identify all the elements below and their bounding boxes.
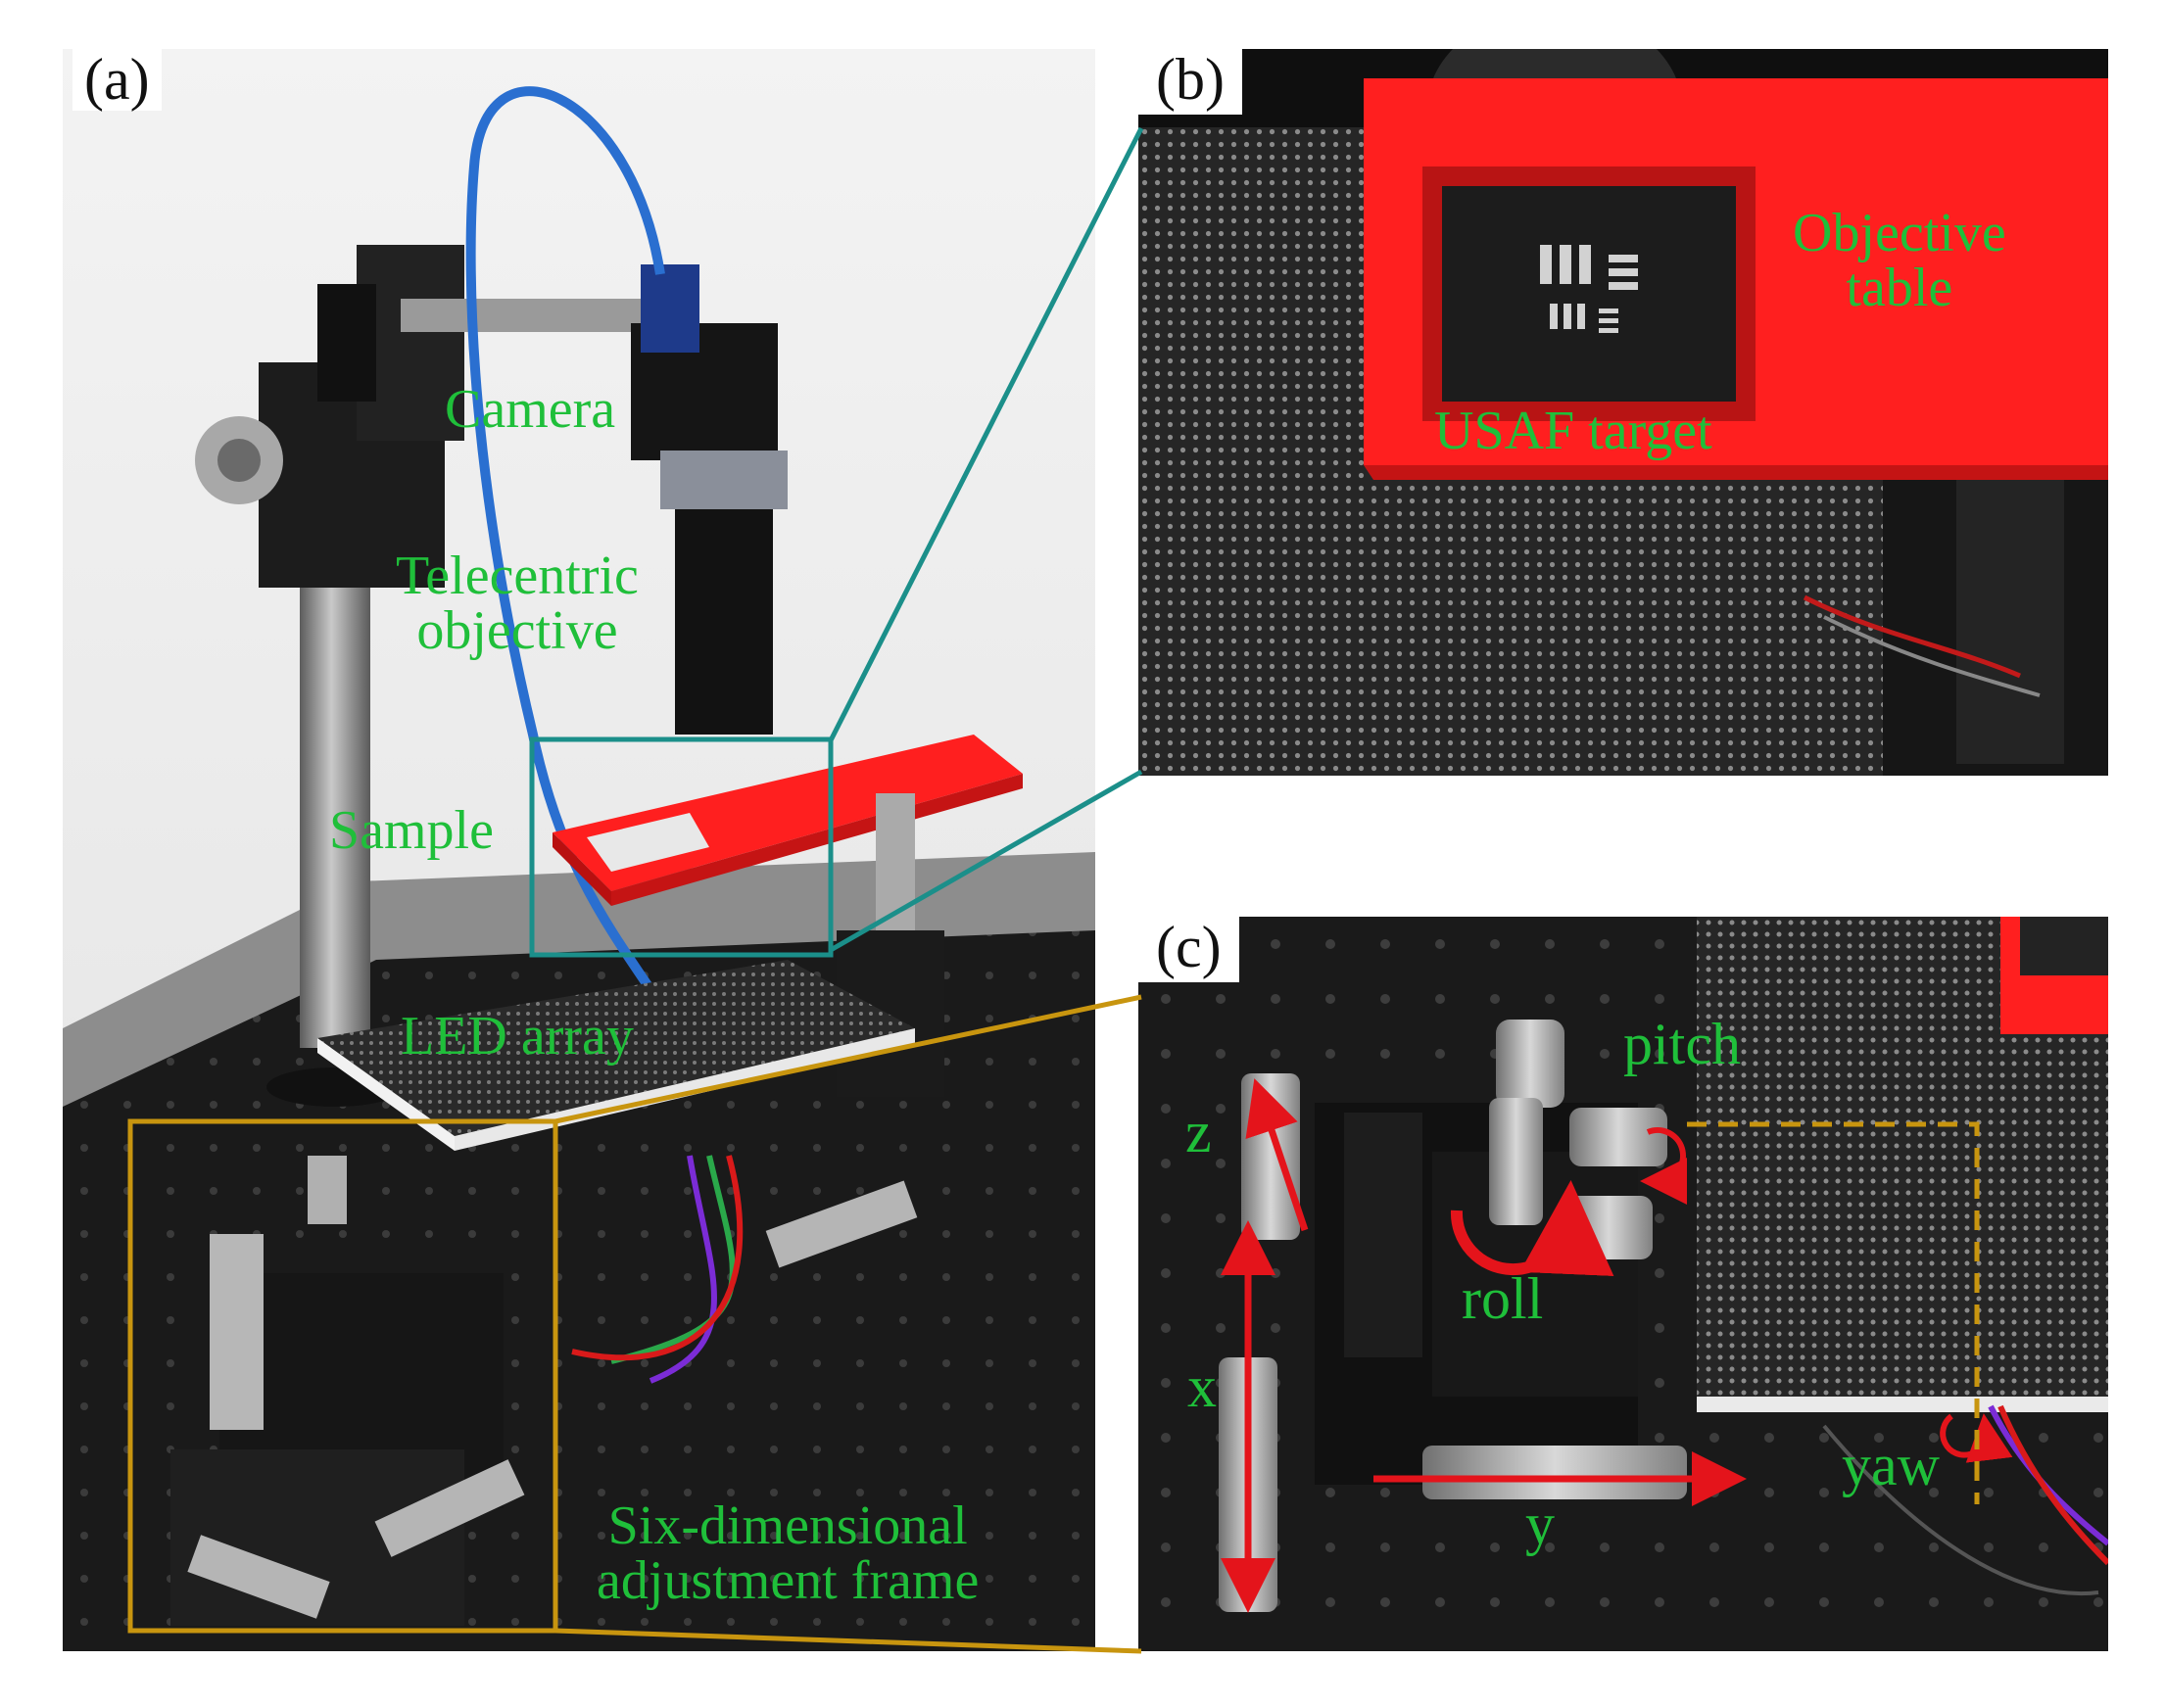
yaw-arrow (1940, 1413, 2013, 1463)
rotation-axis-dashed-line (1687, 1121, 1980, 1504)
label-six-dimensional-frame: Six-dimensional adjustment frame (597, 1498, 979, 1608)
label-usaf-target: USAF target (1434, 401, 1712, 461)
label-six-line2: adjustment frame (597, 1550, 980, 1611)
label-telecentric-line1: Telecentric (396, 546, 639, 606)
panel-b-photo (1138, 49, 2108, 776)
panel-b: (b) Objective table USAF target (1138, 49, 2108, 776)
label-pitch: pitch (1623, 1012, 1741, 1076)
z-axis-arrow (1245, 1078, 1309, 1232)
label-roll: roll (1462, 1266, 1544, 1331)
label-yaw: yaw (1842, 1433, 1940, 1497)
panel-a: (a) Camera Telecentric objective Sample … (63, 49, 1095, 1651)
label-telecentric-line2: objective (416, 600, 618, 661)
panel-a-letter: (a) (72, 49, 162, 111)
label-objective-line1: Objective (1793, 203, 2006, 263)
panel-c-letter: (c) (1138, 917, 1239, 982)
pitch-arrow (1640, 1127, 1688, 1205)
panel-c: (c) z x y pitch roll yaw (1138, 917, 2108, 1651)
label-camera: Camera (445, 379, 616, 440)
panel-a-photo (63, 49, 1095, 1651)
label-x: x (1187, 1354, 1217, 1419)
label-telecentric-objective: Telecentric objective (396, 548, 639, 658)
stage-highlight-box (127, 1118, 558, 1634)
label-objective-line2: table (1846, 258, 1953, 318)
label-led-array: LED array (401, 1006, 634, 1067)
label-y: y (1525, 1492, 1555, 1556)
label-z: z (1185, 1100, 1212, 1164)
label-objective-table: Objective table (1793, 206, 2006, 315)
panel-c-photo (1138, 917, 2108, 1651)
roll-arrow (1450, 1180, 1614, 1277)
label-six-line1: Six-dimensional (607, 1495, 968, 1556)
panel-b-letter: (b) (1138, 49, 1242, 115)
label-sample: Sample (329, 800, 494, 861)
